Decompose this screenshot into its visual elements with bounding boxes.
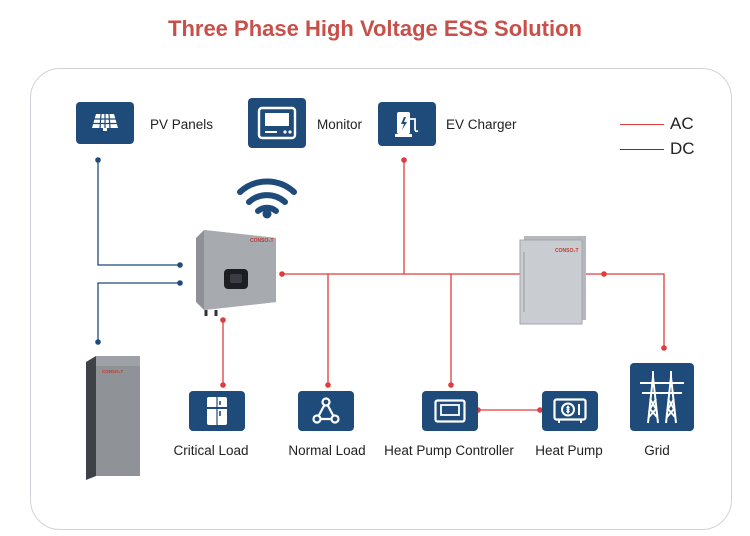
transmission-tower-icon xyxy=(640,371,684,424)
legend-dc-line xyxy=(620,149,664,150)
network-icon xyxy=(312,397,340,424)
ac-wires xyxy=(222,160,665,411)
heat-pump-controller-label: Heat Pump Controller xyxy=(384,443,514,458)
fridge-icon xyxy=(207,397,227,425)
ev-charger-icon xyxy=(395,112,419,137)
inverter-brand: CONSO₂T xyxy=(250,238,274,244)
monitor-tile xyxy=(248,98,306,148)
legend-ac-label: AC xyxy=(670,114,694,133)
ac-wire-grid xyxy=(604,273,665,348)
pv-panels-label: PV Panels xyxy=(150,117,214,132)
inverter xyxy=(196,230,276,316)
heat-pump-controller-tile xyxy=(422,391,478,431)
diagram-frame xyxy=(30,68,732,530)
dc-nodes xyxy=(95,157,183,345)
pv-panels-tile xyxy=(76,102,134,144)
ev-charger-label: EV Charger xyxy=(446,117,517,132)
monitor-label: Monitor xyxy=(317,117,363,132)
grid-label: Grid xyxy=(644,443,670,458)
meter-box-brand: CONSO₂T xyxy=(555,248,579,254)
legend-ac-line xyxy=(620,124,664,125)
normal-load-label: Normal Load xyxy=(288,443,366,458)
legend-dc-label: DC xyxy=(670,139,695,158)
meter-box xyxy=(519,236,586,325)
dc-wires xyxy=(97,160,180,342)
dc-wire-battery xyxy=(97,282,180,342)
battery xyxy=(86,356,140,480)
monitor-icon xyxy=(257,106,297,140)
critical-load-label: Critical Load xyxy=(173,443,249,458)
ac-nodes xyxy=(220,157,667,413)
critical-load-tile xyxy=(189,391,245,431)
battery-brand: CONSO₂T xyxy=(102,369,124,374)
heat-pump-tile xyxy=(542,391,598,431)
solar-panel-icon xyxy=(92,113,118,131)
page-title: Three Phase High Voltage ESS Solution xyxy=(168,16,582,41)
heat-pump-label: Heat Pump xyxy=(535,443,603,458)
dc-wire-pv xyxy=(97,160,180,266)
wifi-icon xyxy=(237,178,297,214)
ev-charger-tile xyxy=(378,102,436,146)
normal-load-tile xyxy=(298,391,354,431)
grid-tile xyxy=(630,363,694,431)
heat-pump-icon xyxy=(553,398,587,423)
controller-icon xyxy=(434,399,466,423)
